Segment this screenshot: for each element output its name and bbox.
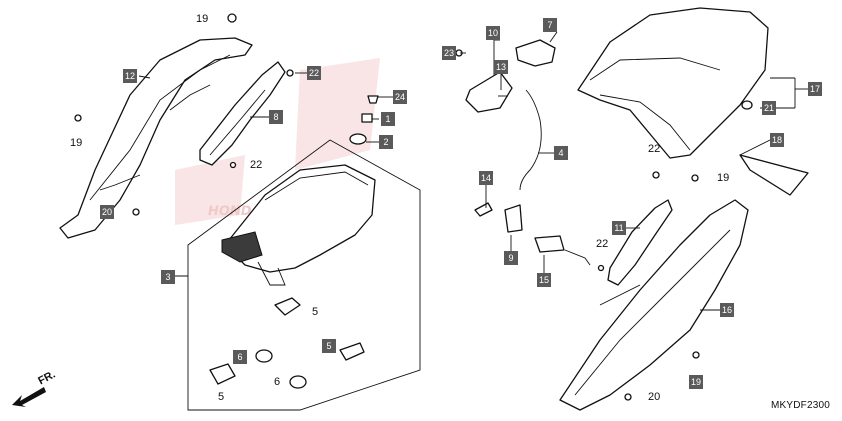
callout-13[interactable]: 13 [494, 60, 508, 74]
label-5-upper[interactable]: 5 [312, 306, 319, 318]
callout-17[interactable]: 17 [808, 82, 822, 96]
callout-2[interactable]: 2 [379, 135, 393, 149]
diagram-code: MKYDF2300 [770, 400, 830, 411]
callout-7[interactable]: 7 [543, 18, 557, 32]
callout-11[interactable]: 11 [612, 221, 626, 235]
callout-24[interactable]: 24 [393, 90, 407, 104]
label-19-right[interactable]: 19 [717, 172, 730, 184]
pillion-seat [577, 7, 769, 159]
callout-19[interactable]: 19 [689, 375, 703, 389]
seat-strip [739, 154, 809, 196]
seat-rubber-pieces [209, 297, 365, 389]
seat-lock-cylinder [474, 202, 591, 266]
callout-14[interactable]: 14 [479, 171, 493, 185]
right-side-cover [559, 199, 749, 411]
callout-18[interactable]: 18 [770, 133, 784, 147]
label-6-lower[interactable]: 6 [274, 376, 281, 388]
callout-5[interactable]: 5 [322, 339, 336, 353]
label-22-right[interactable]: 22 [648, 143, 661, 155]
label-5-lower[interactable]: 5 [218, 391, 225, 403]
callout-4[interactable]: 4 [554, 146, 568, 160]
front-arrow-icon [12, 387, 46, 407]
left-side-cover [59, 37, 253, 239]
label-22-lower[interactable]: 22 [596, 238, 609, 250]
callout-6[interactable]: 6 [233, 350, 247, 364]
callout-9[interactable]: 9 [504, 251, 518, 265]
seat [221, 164, 376, 286]
label-19-left[interactable]: 19 [70, 137, 83, 149]
callout-10[interactable]: 10 [486, 26, 500, 40]
label-22-mid[interactable]: 22 [250, 159, 263, 171]
seat-assembly-box [187, 139, 421, 411]
seat-bracket [199, 61, 286, 166]
callout-21[interactable]: 21 [762, 101, 776, 115]
callout-22[interactable]: 22 [307, 66, 321, 80]
seat-lock-hardware [465, 39, 556, 191]
callout-20[interactable]: 20 [100, 205, 114, 219]
callout-16[interactable]: 16 [720, 303, 734, 317]
callout-1[interactable]: 1 [381, 112, 395, 126]
label-19-top[interactable]: 19 [196, 13, 209, 25]
callout-12[interactable]: 12 [123, 69, 137, 83]
callout-15[interactable]: 15 [537, 273, 551, 287]
rear-bracket [607, 199, 673, 286]
label-20-bottom[interactable]: 20 [648, 391, 661, 403]
callout-3[interactable]: 3 [161, 270, 175, 284]
callout-8[interactable]: 8 [269, 110, 283, 124]
callout-23[interactable]: 23 [442, 46, 456, 60]
